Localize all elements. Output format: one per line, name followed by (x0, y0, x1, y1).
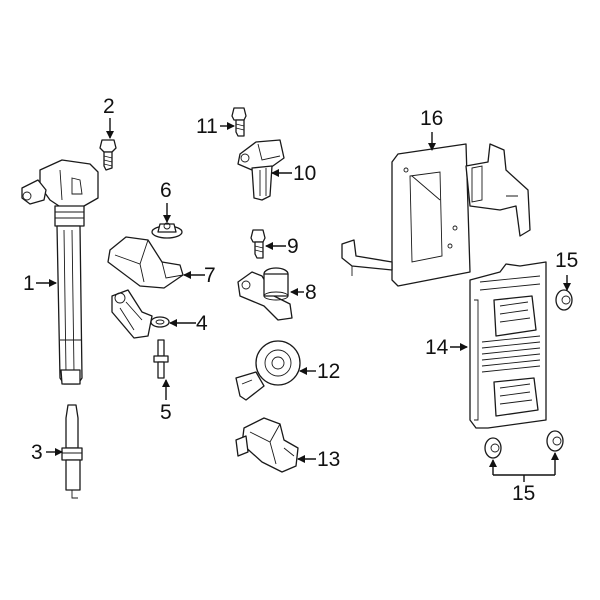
ecm-part[interactable] (469, 261, 547, 429)
ecm-nut-top-part[interactable] (555, 289, 573, 311)
sensor-eyelet-part[interactable] (111, 289, 170, 339)
callout-14: 14 (425, 336, 449, 359)
callout-15-bottom: 15 (512, 482, 536, 505)
stud-part[interactable] (153, 339, 169, 379)
ignition-coil-part[interactable] (21, 159, 99, 385)
callout-11: 11 (196, 115, 218, 138)
ecm-nut-left-part[interactable] (484, 437, 502, 459)
spark-plug-part[interactable] (61, 404, 83, 499)
leader-lines (36, 118, 571, 482)
callout-15-top: 15 (555, 249, 579, 272)
callout-10: 10 (293, 162, 317, 185)
camshaft-sensor-part[interactable] (237, 267, 293, 321)
callout-2: 2 (103, 95, 115, 118)
callout-12: 12 (317, 360, 341, 383)
callout-4: 4 (196, 312, 208, 335)
crankshaft-sensor-part[interactable] (237, 139, 285, 201)
callout-1: 1 (23, 272, 35, 295)
sensor-shield-part[interactable] (107, 236, 184, 289)
sensor-bolt-9-part[interactable] (250, 229, 266, 259)
callout-5: 5 (160, 401, 172, 424)
callout-8: 8 (305, 281, 317, 304)
ecm-nut-right-part[interactable] (546, 430, 564, 452)
callout-3: 3 (31, 441, 43, 464)
map-sensor-part[interactable] (235, 417, 299, 473)
callout-9: 9 (287, 235, 299, 258)
callout-7: 7 (204, 264, 216, 287)
coil-bolt-part[interactable] (99, 139, 117, 171)
sensor-bolt-11-part[interactable] (231, 107, 247, 137)
callout-13: 13 (317, 448, 341, 471)
ecm-bracket-part[interactable] (341, 143, 531, 287)
flange-nut-part[interactable] (151, 222, 183, 239)
knock-sensor-part[interactable] (235, 340, 301, 401)
callout-6: 6 (160, 179, 172, 202)
callout-16: 16 (420, 107, 444, 130)
